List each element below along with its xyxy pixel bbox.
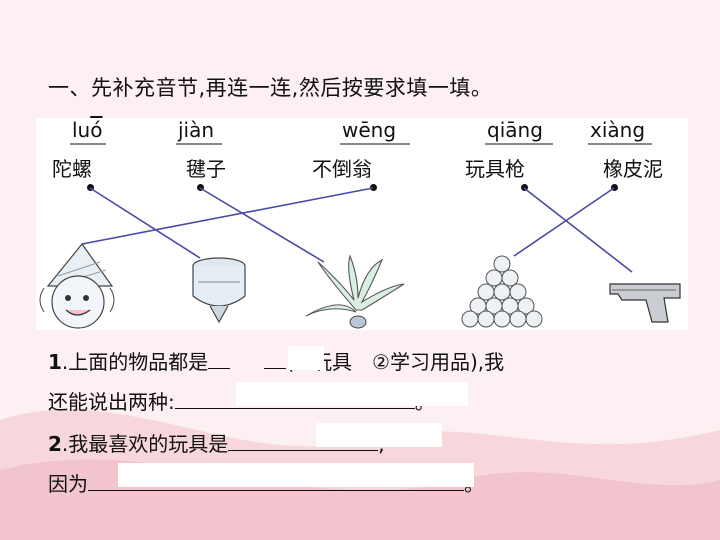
matching-panel: [36, 118, 688, 330]
word-dot[interactable]: [611, 184, 618, 191]
answer-blank-3[interactable]: [316, 423, 442, 447]
word-budaoweng: 不倒翁: [312, 157, 372, 181]
question-1-line1: 1.上面的物品都是(①玩具 ②学习用品),我: [48, 350, 505, 374]
answer-blank-4[interactable]: [118, 463, 474, 487]
pinyin-weng: wēng: [342, 118, 397, 142]
pinyin-qiang: qiāng: [487, 118, 543, 142]
answer-blank-2[interactable]: [236, 382, 468, 406]
pinyin-jian: jiàn: [178, 118, 215, 142]
word-jianzi: 毽子: [186, 157, 226, 181]
word-dot[interactable]: [87, 184, 94, 191]
word-dot[interactable]: [197, 184, 204, 191]
question-1-line2: 还能说出两种:。: [48, 386, 435, 415]
word-dot[interactable]: [521, 184, 528, 191]
pinyin-luo: luó: [72, 118, 103, 142]
word-wanjuqiang: 玩具枪: [465, 157, 525, 181]
word-dot[interactable]: [370, 184, 377, 191]
word-xiangpini: 橡皮泥: [603, 157, 663, 181]
pinyin-xiang: xiàng: [590, 118, 646, 142]
exercise-title: 一、先补充音节,再连一连,然后按要求填一填。: [48, 76, 493, 100]
answer-blank-1[interactable]: [288, 346, 324, 370]
word-tuoluo: 陀螺: [52, 157, 92, 181]
